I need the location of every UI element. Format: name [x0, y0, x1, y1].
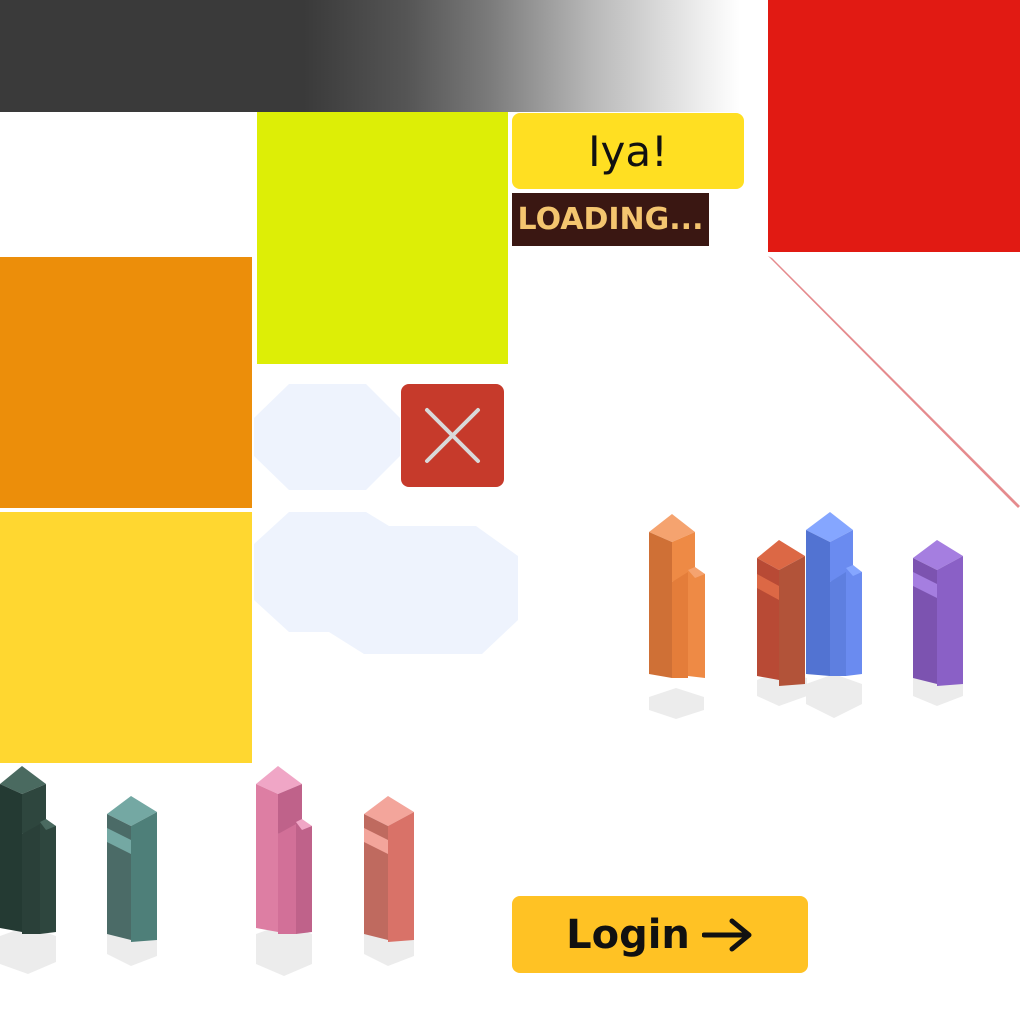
- tower-orange: [649, 514, 705, 719]
- color-tile-lime: [257, 112, 508, 364]
- tower-dark-green: [0, 766, 56, 974]
- arrow-right-icon: [701, 918, 752, 951]
- loading-label: LOADING...: [512, 193, 709, 246]
- tower-purple: [913, 540, 963, 706]
- greeting-label: Iya!: [512, 113, 744, 189]
- tower-red: [757, 540, 807, 706]
- color-tile-red: [768, 0, 1020, 252]
- top-gradient-bar: [0, 0, 740, 112]
- speech-bubble-small: [254, 384, 400, 490]
- close-icon: [425, 408, 480, 463]
- tower-pink: [256, 766, 312, 976]
- diagonal-line: [768, 256, 1020, 508]
- login-button-label: Login: [566, 911, 690, 958]
- tower-blue: [806, 512, 862, 718]
- color-tile-yellow: [0, 512, 252, 763]
- login-button[interactable]: Login: [512, 896, 808, 973]
- tower-teal: [107, 796, 157, 966]
- speech-bubble-large: [254, 512, 518, 654]
- close-button[interactable]: [401, 384, 504, 487]
- color-tile-orange: [0, 257, 252, 508]
- tower-salmon: [364, 796, 414, 966]
